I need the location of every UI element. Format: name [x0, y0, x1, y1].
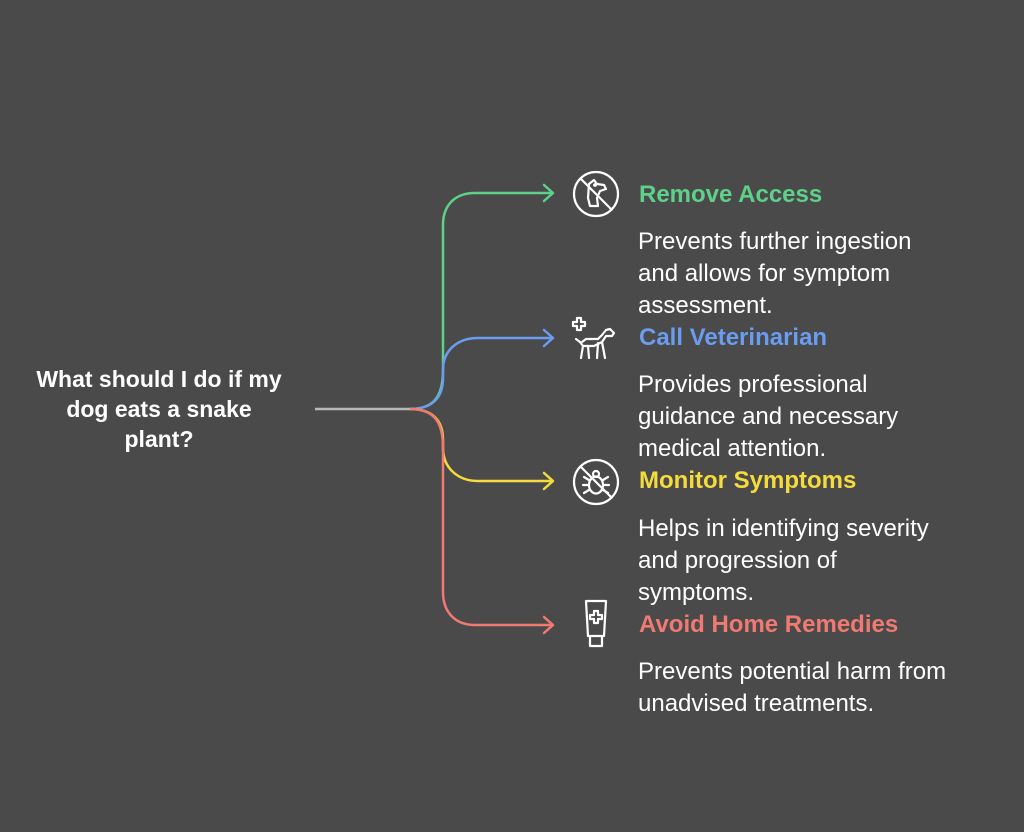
description-line: and progression of	[638, 547, 837, 574]
branch-description-avoid-home-remedies: Prevents potential harm from unadvised t…	[638, 656, 1008, 720]
description-line: and allows for symptom	[638, 260, 891, 287]
arrowhead-monitor-symptoms	[542, 471, 555, 491]
connector-avoid-home-remedies	[409, 407, 552, 627]
question-line: plant?	[124, 426, 194, 452]
description-line: assessment.	[638, 292, 773, 319]
branch-description-monitor-symptoms: Helps in identifying severity and progre…	[638, 513, 1008, 609]
branch-title-remove-access: Remove Access	[639, 181, 823, 208]
question-line: dog eats a snake	[66, 396, 252, 422]
ointment-tube-icon	[570, 598, 622, 650]
no-tick-icon	[570, 456, 622, 508]
central-question: What should I do if my dog eats a snake …	[20, 364, 298, 454]
branch-description-remove-access: Prevents further ingestion and allows fo…	[638, 226, 1008, 322]
description-line: Prevents further ingestion	[638, 228, 912, 255]
arrowhead-avoid-home-remedies	[542, 615, 555, 635]
description-line: guidance and necessary	[638, 403, 899, 430]
arrowhead-remove-access	[542, 183, 555, 203]
description-line: medical attention.	[638, 435, 827, 462]
question-line: What should I do if my	[36, 366, 282, 392]
branch-description-call-veterinarian: Provides professional guidance and neces…	[638, 369, 1008, 465]
branch-title-call-veterinarian: Call Veterinarian	[639, 324, 828, 351]
no-dog-icon	[570, 168, 622, 220]
description-line: symptoms.	[638, 579, 755, 606]
connector-remove-access	[409, 191, 552, 411]
connector-monitor-symptoms	[409, 407, 552, 483]
branch-title-avoid-home-remedies: Avoid Home Remedies	[639, 611, 899, 638]
vet-dog-icon	[568, 312, 620, 364]
description-line: Helps in identifying severity	[638, 515, 929, 542]
description-line: unadvised treatments.	[638, 690, 875, 717]
connector-call-veterinarian	[409, 336, 552, 411]
branch-title-monitor-symptoms: Monitor Symptoms	[639, 467, 857, 494]
arrowhead-call-veterinarian	[542, 328, 555, 348]
description-line: Provides professional	[638, 371, 868, 398]
description-line: Prevents potential harm from	[638, 658, 947, 685]
